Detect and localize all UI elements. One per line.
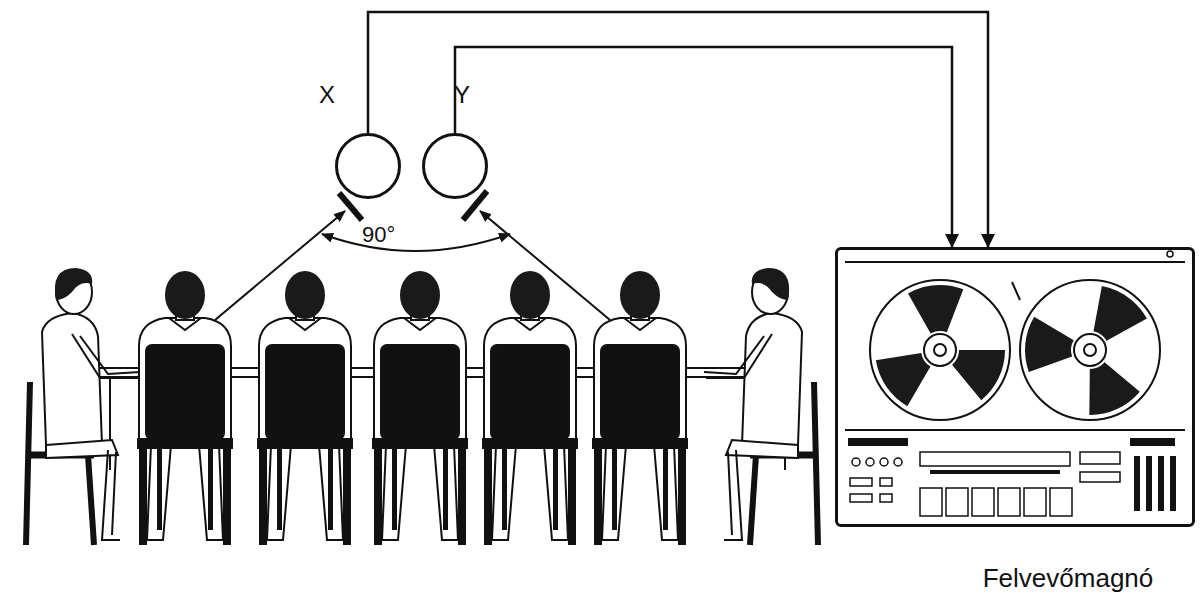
- tape-recorder: Felvevőmagnó: [835, 247, 1195, 527]
- microphone-x: X: [335, 133, 401, 199]
- seated-people: [26, 268, 818, 545]
- microphone-cable: [455, 47, 952, 247]
- microphone-outline: [422, 133, 488, 199]
- microphone-y: Y: [422, 133, 488, 199]
- tape-recorder-illustration: [835, 247, 1195, 527]
- pickup-lines: [215, 211, 610, 320]
- microphone-cable: [368, 12, 988, 247]
- microphone-circle: [424, 135, 487, 198]
- node-label: Y: [452, 83, 472, 107]
- angle-arc: [322, 234, 510, 251]
- node-label: Felvevőmagnó: [918, 565, 1201, 591]
- angle-label: 90°: [362, 224, 395, 246]
- microphone-circle: [337, 135, 400, 198]
- microphone-outline: [335, 133, 401, 199]
- node-label: X: [317, 83, 337, 107]
